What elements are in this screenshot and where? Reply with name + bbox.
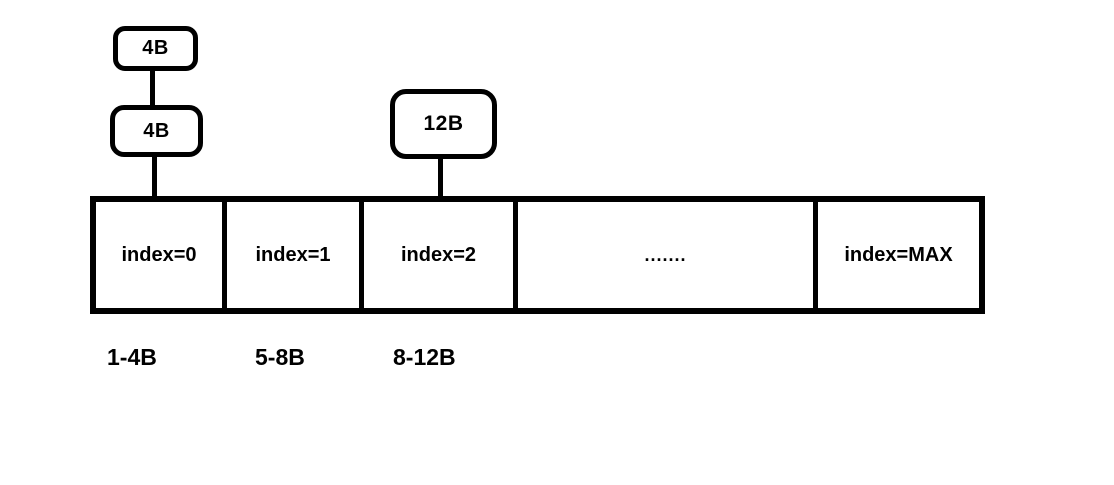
array-cell-label: index=1	[255, 243, 331, 266]
array-cell-label: index=MAX	[844, 243, 953, 266]
connector-line-4b-to-4b	[150, 69, 155, 107]
connector-line-4b-to-index0	[152, 155, 157, 200]
array-cell-index-max: index=MAX	[818, 202, 979, 308]
array-cell-label: index=2	[400, 243, 477, 266]
connector-line-12b-to-index2	[438, 157, 443, 203]
array-cell-index-1: index=1	[227, 202, 364, 308]
array-cell-ellipsis: .......	[518, 202, 818, 308]
array-cell-label: index=0	[121, 243, 197, 266]
free-block-4b-top: 4B	[113, 26, 198, 71]
free-block-label: 4B	[142, 37, 169, 59]
size-range-label-1-4b: 1-4B	[107, 344, 157, 370]
free-block-label: 4B	[143, 119, 170, 142]
bucket-array: index=0 index=1 index=2 ....... index=MA…	[90, 196, 985, 314]
free-block-4b-bottom: 4B	[110, 105, 203, 157]
array-cell-label: .......	[644, 244, 687, 265]
size-range-label-8-12b: 8-12B	[393, 344, 456, 370]
array-cell-index-0: index=0	[96, 202, 227, 308]
size-range-label-5-8b: 5-8B	[255, 344, 305, 370]
array-cell-index-2: index=2	[364, 202, 518, 308]
free-block-label: 12B	[423, 112, 464, 135]
free-block-12b: 12B	[390, 89, 497, 159]
